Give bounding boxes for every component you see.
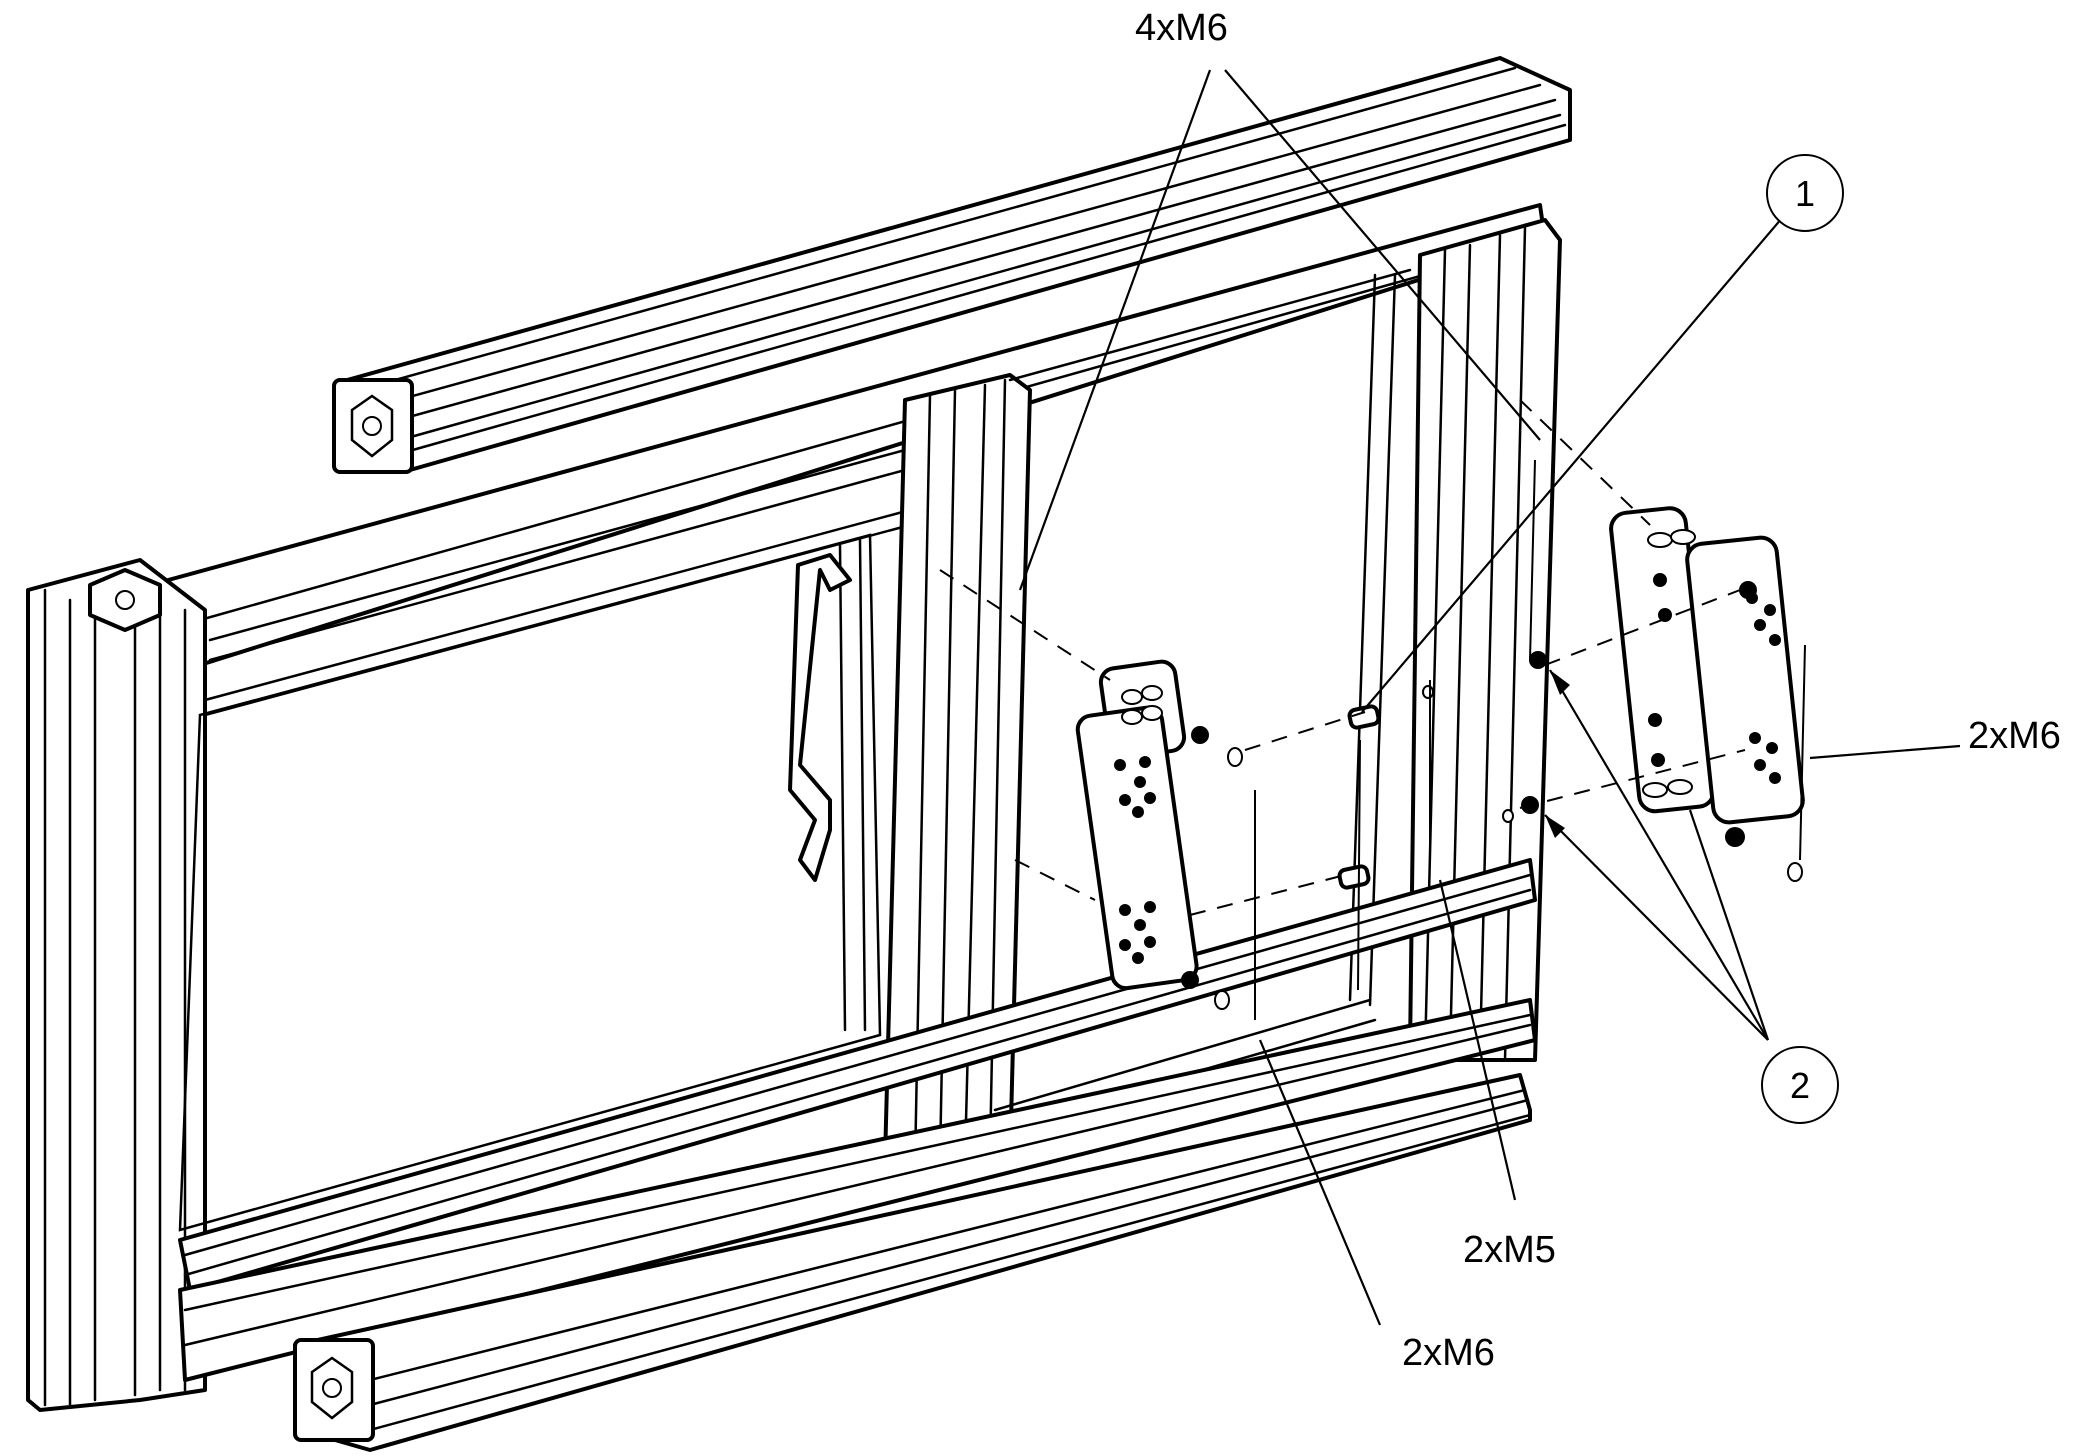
left-bracket	[1075, 659, 1243, 1010]
balloon-1: 1	[1766, 154, 1844, 232]
top-extrusion	[332, 56, 1572, 474]
stud-bolts	[1337, 651, 1547, 890]
bottom-extrusion	[293, 1073, 1532, 1452]
bottom-extrusion-end-profile	[293, 1338, 375, 1442]
top-extrusion-end-profile	[332, 378, 414, 474]
right-vertical-post	[1408, 218, 1562, 1062]
right-bracket-slot-holes	[1642, 529, 1696, 798]
callout-2xm6-right: 2xM6	[1968, 715, 2061, 757]
handle	[788, 553, 852, 882]
balloon-1-label: 1	[1795, 173, 1815, 214]
leader-lines	[1018, 69, 1961, 1326]
balloon-2-label: 2	[1790, 1065, 1810, 1106]
right-bracket	[1609, 506, 1805, 882]
left-vertical-post	[26, 558, 207, 1412]
right-bracket-holes	[1648, 573, 1781, 784]
callout-4xm6-top: 4xM6	[1135, 7, 1228, 49]
left-bracket-screws	[1181, 726, 1243, 1010]
leader-arrowheads	[1545, 670, 1570, 838]
callout-2xm6-bottom: 2xM6	[1402, 1332, 1495, 1374]
callout-2xm5-bottom: 2xM5	[1463, 1229, 1556, 1271]
left-post-end-profile	[88, 568, 162, 632]
explosion-lines	[939, 399, 1806, 1020]
balloon-2: 2	[1761, 1046, 1839, 1124]
left-window-opening	[178, 533, 882, 1232]
right-bracket-screws	[1725, 581, 1803, 882]
left-bracket-slot-holes	[1121, 685, 1163, 725]
left-bracket-holes	[1114, 756, 1156, 964]
